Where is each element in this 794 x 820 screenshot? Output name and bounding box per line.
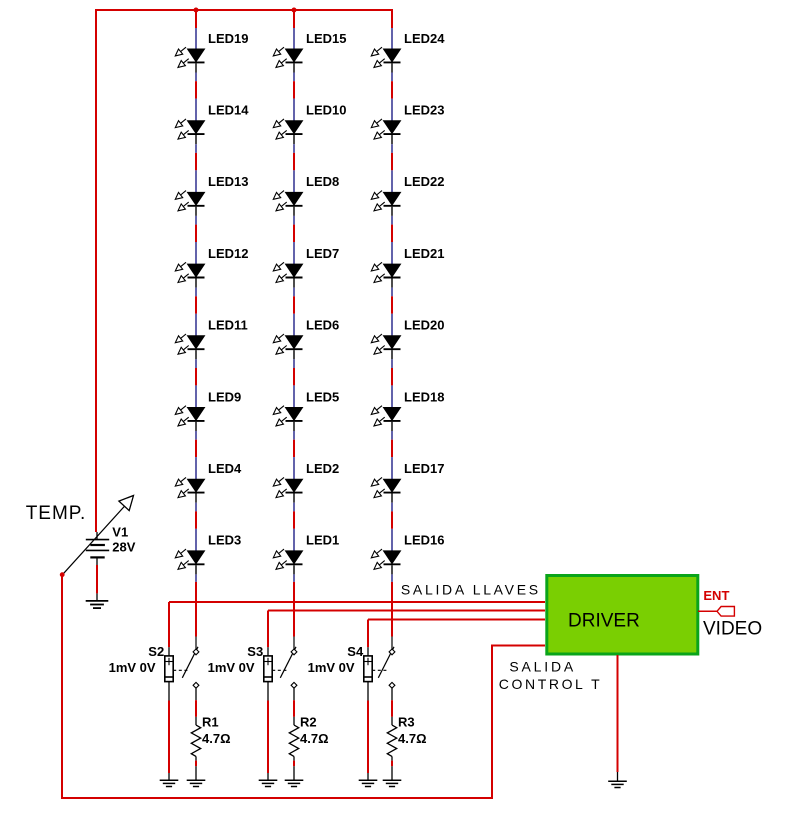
svg-text:SALIDA: SALIDA bbox=[509, 659, 576, 675]
svg-text:LED21: LED21 bbox=[404, 246, 444, 261]
svg-text:LED8: LED8 bbox=[306, 174, 339, 189]
svg-text:LED4: LED4 bbox=[208, 461, 242, 476]
svg-text:LED19: LED19 bbox=[208, 31, 248, 46]
svg-text:DRIVER: DRIVER bbox=[568, 610, 640, 631]
svg-text:R1: R1 bbox=[202, 714, 219, 729]
svg-text:LED7: LED7 bbox=[306, 246, 339, 261]
svg-text:S3: S3 bbox=[247, 644, 263, 659]
svg-text:LED3: LED3 bbox=[208, 533, 241, 548]
svg-text:4.7Ω: 4.7Ω bbox=[398, 731, 427, 746]
svg-text:SALIDA LLAVES: SALIDA LLAVES bbox=[401, 582, 541, 598]
svg-text:4.7Ω: 4.7Ω bbox=[202, 731, 231, 746]
svg-text:CONTROL T: CONTROL T bbox=[499, 676, 603, 692]
svg-text:LED17: LED17 bbox=[404, 461, 444, 476]
svg-text:1mV 0V: 1mV 0V bbox=[109, 660, 156, 675]
svg-text:LED6: LED6 bbox=[306, 318, 339, 333]
svg-text:LED15: LED15 bbox=[306, 31, 346, 46]
svg-text:LED5: LED5 bbox=[306, 389, 339, 404]
svg-text:R3: R3 bbox=[398, 714, 415, 729]
svg-text:LED22: LED22 bbox=[404, 174, 444, 189]
svg-text:LED18: LED18 bbox=[404, 389, 444, 404]
svg-text:LED9: LED9 bbox=[208, 389, 241, 404]
svg-text:LED20: LED20 bbox=[404, 318, 444, 333]
svg-text:LED2: LED2 bbox=[306, 461, 339, 476]
svg-text:S4: S4 bbox=[347, 644, 364, 659]
svg-text:28V: 28V bbox=[112, 539, 135, 554]
svg-text:4.7Ω: 4.7Ω bbox=[300, 731, 329, 746]
svg-text:TEMP.: TEMP. bbox=[26, 503, 87, 524]
svg-text:LED10: LED10 bbox=[306, 103, 346, 118]
svg-text:VIDEO: VIDEO bbox=[703, 618, 762, 639]
svg-text:V1: V1 bbox=[112, 525, 128, 540]
svg-text:LED23: LED23 bbox=[404, 103, 444, 118]
svg-text:LED1: LED1 bbox=[306, 533, 339, 548]
svg-text:LED24: LED24 bbox=[404, 31, 445, 46]
svg-text:S2: S2 bbox=[148, 644, 164, 659]
svg-text:LED16: LED16 bbox=[404, 533, 444, 548]
svg-text:1mV 0V: 1mV 0V bbox=[308, 660, 355, 675]
svg-text:R2: R2 bbox=[300, 714, 317, 729]
svg-text:LED13: LED13 bbox=[208, 174, 248, 189]
svg-text:ENT: ENT bbox=[703, 588, 729, 603]
svg-text:1mV 0V: 1mV 0V bbox=[208, 660, 255, 675]
svg-text:LED14: LED14 bbox=[208, 103, 249, 118]
svg-text:LED12: LED12 bbox=[208, 246, 248, 261]
svg-text:LED11: LED11 bbox=[208, 318, 248, 333]
